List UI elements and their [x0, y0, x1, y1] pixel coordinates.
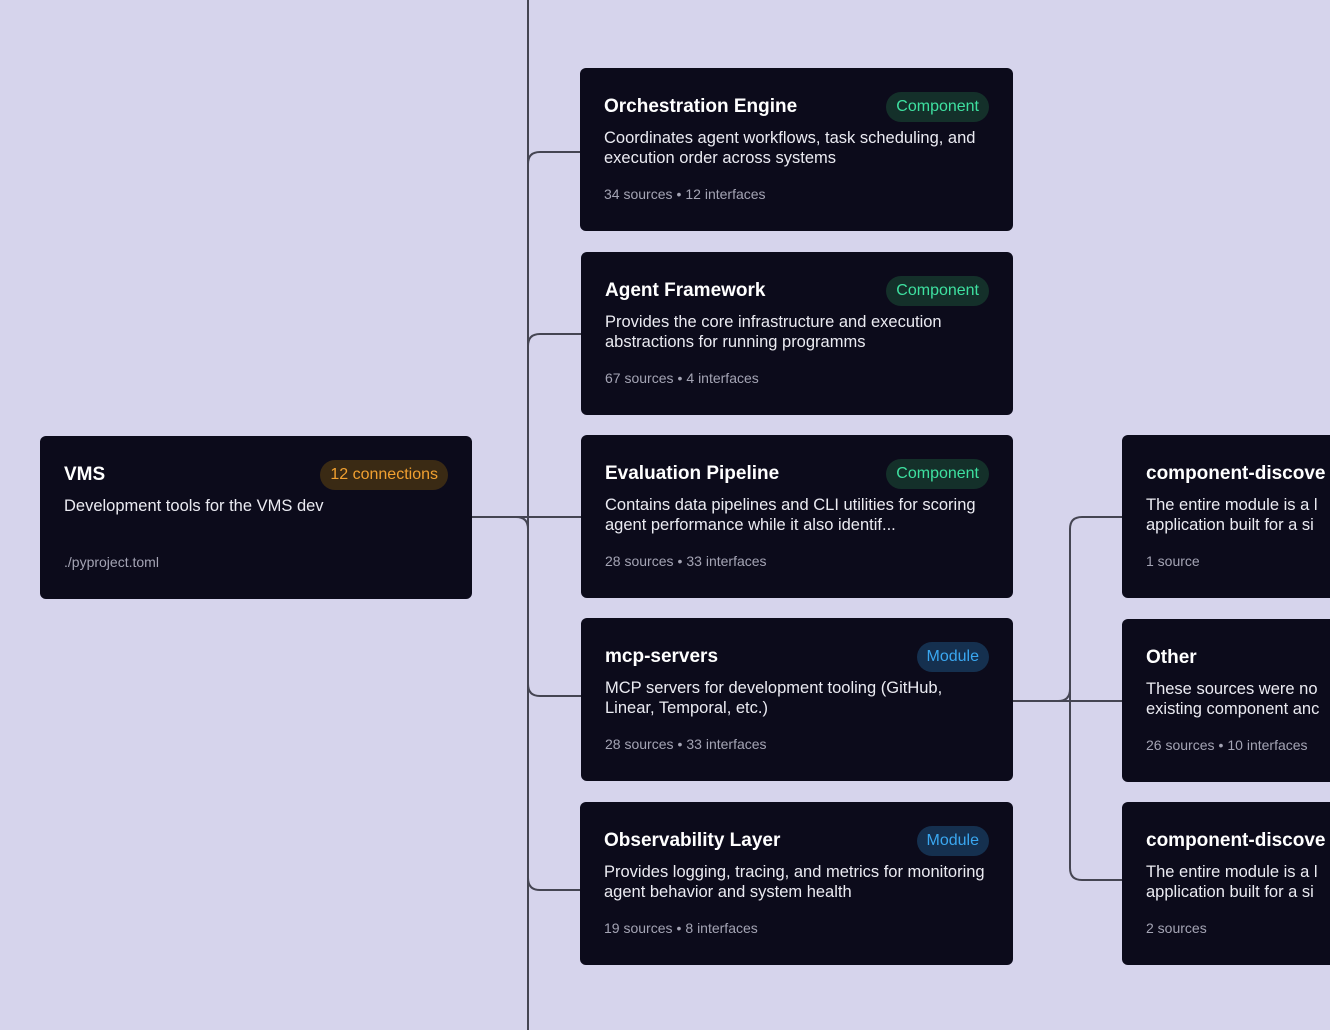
component-badge: Component [886, 276, 989, 306]
interfaces-count: 10 interfaces [1227, 737, 1308, 753]
connector-mcp-servers [527, 683, 581, 697]
node-header: VMS 12 connections [64, 460, 448, 490]
node-header: Agent Framework Component [605, 276, 989, 306]
node-stats: 34 sources•12 interfaces [604, 186, 989, 202]
node-title: Orchestration Engine [604, 96, 798, 117]
sources-count: 26 sources [1146, 737, 1215, 753]
node-header: mcp-servers Module [605, 642, 989, 672]
node-stats: 19 sources•8 interfaces [604, 920, 989, 936]
sources-count: 19 sources [604, 920, 673, 936]
module-badge: Module [916, 642, 989, 672]
sources-count: 28 sources [605, 736, 674, 752]
node-stats: 26 sources•10 interfaces [1146, 737, 1308, 753]
node-mcp-servers[interactable]: mcp-servers Module MCP servers for devel… [581, 618, 1013, 781]
sources-count: 1 source [1146, 553, 1200, 569]
interfaces-count: 12 interfaces [685, 186, 766, 202]
node-observability-layer[interactable]: Observability Layer Module Provides logg… [580, 802, 1013, 965]
interfaces-count: 33 interfaces [686, 553, 767, 569]
node-component-discovery-2[interactable]: component-discove The entire module is a… [1122, 802, 1330, 965]
stats-separator: • [677, 370, 683, 386]
node-stats: 28 sources•33 interfaces [605, 553, 989, 569]
node-title: Other [1146, 647, 1197, 668]
node-description: The entire module is a l application bui… [1146, 863, 1318, 901]
node-description: Provides the core infrastructure and exe… [605, 313, 942, 351]
node-header: Evaluation Pipeline Component [605, 459, 989, 489]
node-description: These sources were no existing component… [1146, 680, 1320, 718]
connector-branch-bottom [1069, 701, 1122, 881]
interfaces-count: 33 interfaces [686, 736, 767, 752]
connections-badge[interactable]: 12 connections [320, 460, 448, 490]
connector-agent-framework [527, 333, 581, 347]
node-header: Other [1146, 643, 1306, 673]
node-title: Evaluation Pipeline [605, 463, 780, 484]
node-header: component-discove [1146, 459, 1325, 489]
node-stats: 67 sources•4 interfaces [605, 370, 989, 386]
connector-mcp-out [1013, 688, 1071, 702]
node-title: VMS [64, 464, 106, 485]
connector-root [472, 516, 529, 530]
stats-separator: • [676, 186, 682, 202]
sources-count: 67 sources [605, 370, 674, 386]
node-stats: 28 sources•33 interfaces [605, 736, 989, 752]
node-orchestration-engine[interactable]: Orchestration Engine Component Coordinat… [580, 68, 1013, 231]
node-path: ./pyproject.toml [64, 554, 159, 570]
connector-observability [527, 877, 581, 891]
sources-count: 34 sources [604, 186, 673, 202]
node-title: mcp-servers [605, 646, 719, 667]
component-badge: Component [886, 459, 989, 489]
root-node-vms[interactable]: VMS 12 connections Development tools for… [40, 436, 472, 599]
node-description: Provides logging, tracing, and metrics f… [604, 863, 985, 901]
node-description: Development tools for the VMS dev [64, 497, 324, 515]
component-badge: Component [886, 92, 989, 122]
node-description: Coordinates agent workflows, task schedu… [604, 129, 976, 167]
connector-branch-top [1069, 516, 1122, 701]
node-title: Observability Layer [604, 830, 781, 851]
node-evaluation-pipeline[interactable]: Evaluation Pipeline Component Contains d… [581, 435, 1013, 598]
node-stats: 2 sources [1146, 920, 1306, 936]
node-description: Contains data pipelines and CLI utilitie… [605, 496, 976, 534]
node-title: component-discove [1146, 463, 1326, 484]
node-other[interactable]: Other These sources were no existing com… [1122, 619, 1330, 782]
node-title: component-discove [1146, 830, 1326, 851]
sources-count: 28 sources [605, 553, 674, 569]
node-header: Observability Layer Module [604, 826, 989, 856]
sources-count: 2 sources [1146, 920, 1207, 936]
stats-separator: • [677, 736, 683, 752]
node-description: MCP servers for development tooling (Git… [605, 679, 943, 717]
node-agent-framework[interactable]: Agent Framework Component Provides the c… [581, 252, 1013, 415]
stats-separator: • [677, 553, 683, 569]
interfaces-count: 4 interfaces [686, 370, 759, 386]
stats-separator: • [1218, 737, 1224, 753]
stats-separator: • [676, 920, 682, 936]
interfaces-count: 8 interfaces [685, 920, 758, 936]
node-description: The entire module is a l application bui… [1146, 496, 1318, 534]
node-component-discovery-1[interactable]: component-discove The entire module is a… [1122, 435, 1330, 598]
node-title: Agent Framework [605, 280, 766, 301]
connector-orchestration [527, 151, 581, 165]
node-header: component-discove [1146, 826, 1325, 856]
node-stats: 1 source [1146, 553, 1306, 569]
module-badge: Module [916, 826, 989, 856]
node-header: Orchestration Engine Component [604, 92, 989, 122]
